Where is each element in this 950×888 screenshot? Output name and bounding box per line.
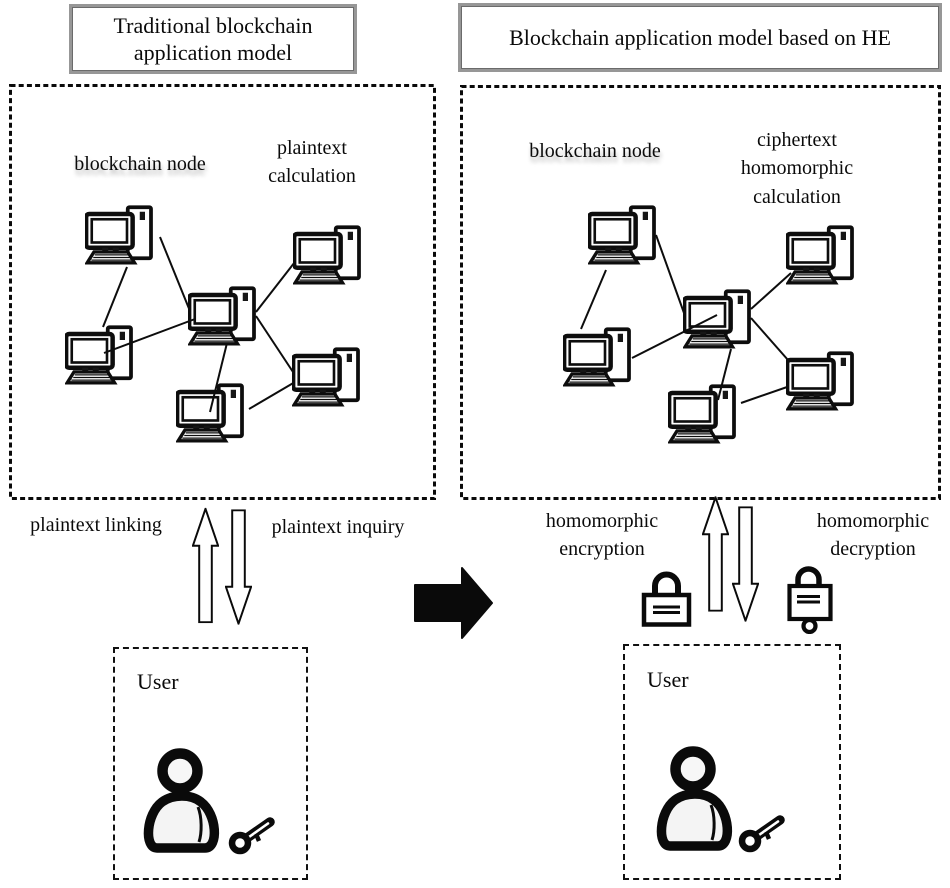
computer-icon — [589, 207, 654, 263]
left-title-box: Traditional blockchain application model — [69, 4, 357, 74]
plaintext-linking-label: plaintext linking — [30, 514, 162, 536]
left-network-links-over — [103, 318, 228, 413]
computer-icon — [669, 386, 734, 442]
computer-icon — [86, 207, 151, 263]
right-network-links — [580, 234, 792, 404]
computer-icon — [66, 327, 131, 383]
computer-icon — [564, 329, 629, 385]
left-network-diagram — [9, 84, 436, 500]
key-icon — [738, 811, 788, 853]
right-calc-label: ciphertext homomorphic calculation — [740, 129, 854, 208]
right-network-links-over — [631, 314, 732, 401]
left-up-arrow-icon — [192, 503, 219, 628]
left-user-box — [113, 647, 308, 880]
right-network-diagram — [460, 85, 941, 500]
right-down-arrow-icon — [732, 496, 759, 632]
right-network-border — [460, 85, 941, 500]
computer-icon — [294, 227, 359, 283]
person-icon — [654, 742, 734, 854]
right-user-box — [623, 644, 841, 880]
person-icon — [141, 744, 221, 856]
computer-icon — [787, 353, 852, 409]
padlock-closed-icon — [641, 565, 692, 627]
homomorphic-encryption-label: homomorphic encryption — [545, 510, 659, 561]
right-network-nodes — [564, 207, 852, 442]
key-icon — [228, 813, 278, 855]
computer-icon — [189, 288, 254, 344]
plaintext-inquiry-label: plaintext inquiry — [271, 516, 405, 538]
padlock-keyhole-icon — [787, 561, 833, 634]
left-node-label: blockchain node — [74, 153, 206, 175]
left-network-links — [102, 236, 299, 410]
right-up-arrow-icon — [702, 489, 729, 619]
right-user-label: User — [647, 667, 689, 692]
solid-right-arrow-icon — [414, 567, 493, 639]
left-user-label: User — [137, 669, 179, 694]
right-title-box: Blockchain application model based on HE — [458, 3, 942, 72]
left-title: Traditional blockchain application model — [113, 12, 313, 66]
right-title: Blockchain application model based on HE — [509, 24, 891, 50]
homomorphic-decryption-label: homomorphic decryption — [816, 510, 930, 561]
computer-icon — [293, 349, 358, 405]
left-down-arrow-icon — [225, 503, 252, 631]
computer-icon — [787, 227, 852, 283]
left-calc-label: plaintext calculation — [268, 137, 356, 188]
computer-icon — [684, 291, 749, 347]
computer-icon — [177, 385, 242, 441]
right-node-label: blockchain node — [529, 140, 661, 162]
